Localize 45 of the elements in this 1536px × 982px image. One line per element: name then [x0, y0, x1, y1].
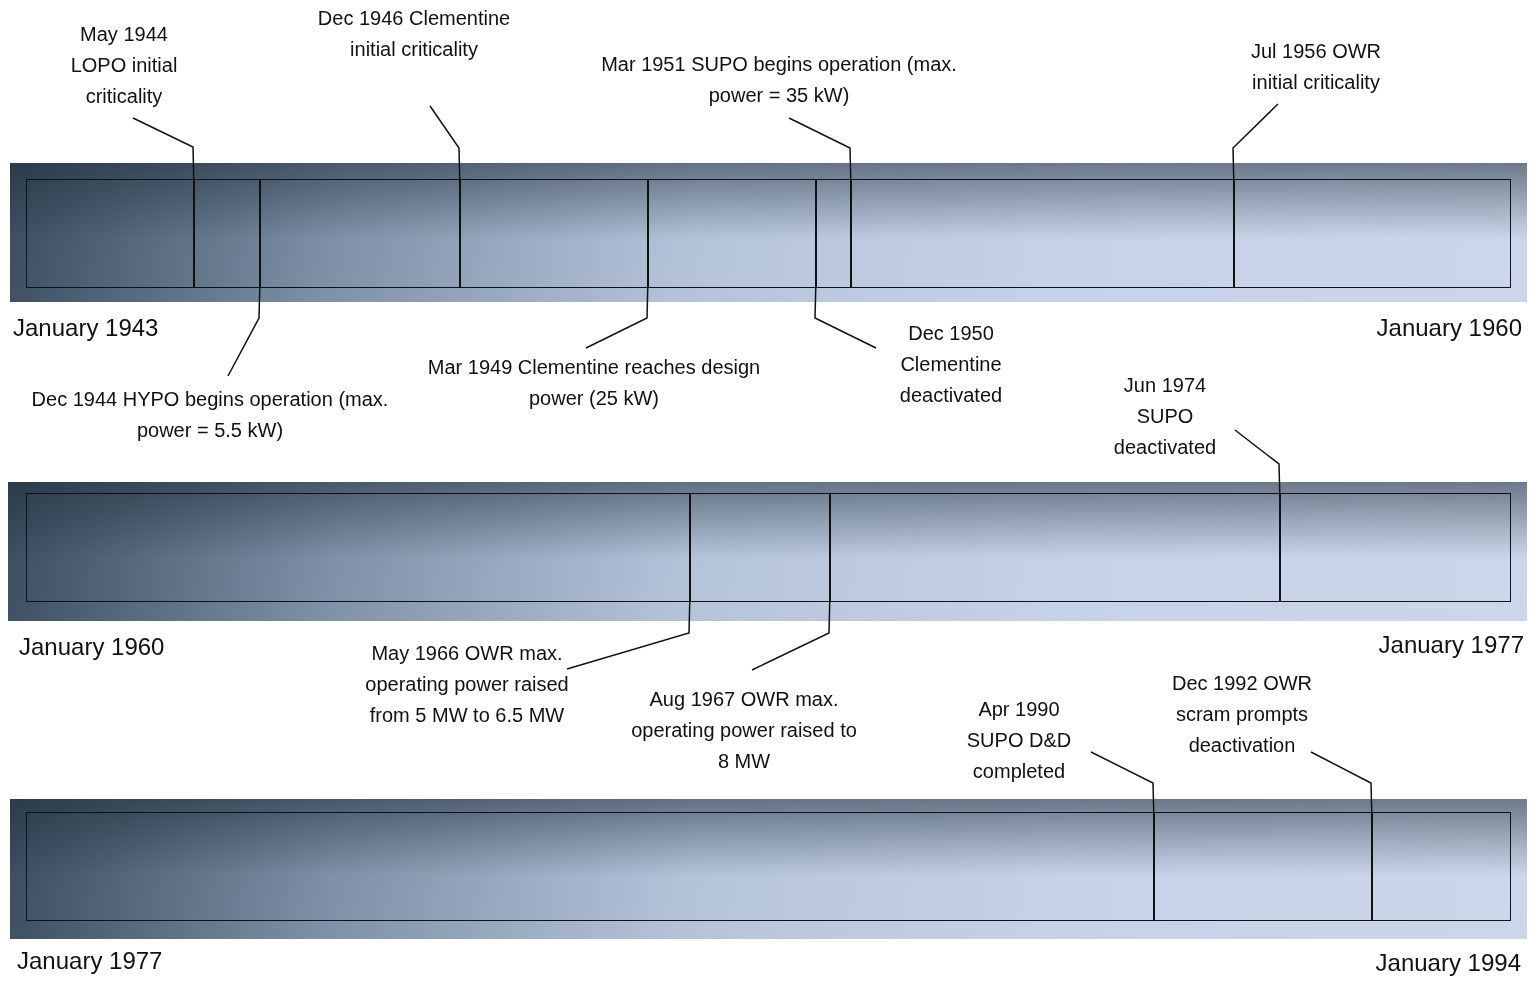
- timeline-band: [8, 482, 1527, 621]
- event-label: Jun 1974 SUPO deactivated: [1100, 370, 1230, 463]
- event-tick: [193, 179, 195, 288]
- event-label: May 1966 OWR max. operating power raised from 5 MW to 6.5 MW: [364, 638, 570, 731]
- event-label: May 1944 LOPO initial criticality: [54, 19, 194, 112]
- leader-line: [1234, 429, 1281, 494]
- leader-line: [429, 105, 461, 180]
- leader-line: [132, 117, 195, 180]
- event-label: Aug 1967 OWR max. operating power raised to 8 MW: [629, 684, 859, 777]
- date-label: January 1943: [13, 314, 159, 342]
- leader-line: [814, 287, 877, 349]
- event-tick: [829, 493, 831, 602]
- event-tick: [1153, 812, 1155, 921]
- leader-line: [1090, 751, 1155, 813]
- timeline-band: [10, 799, 1527, 939]
- leader-line: [788, 117, 852, 180]
- event-label: Apr 1990 SUPO D&D completed: [956, 694, 1082, 787]
- event-tick: [459, 179, 461, 288]
- event-tick: [850, 179, 852, 288]
- event-label: Dec 1946 Clementine initial criticality: [311, 3, 517, 65]
- leader-line: [1310, 751, 1373, 813]
- event-tick: [1279, 493, 1281, 602]
- date-label: January 1994: [1375, 949, 1521, 977]
- date-label: January 1977: [1378, 631, 1524, 659]
- event-label: Jul 1956 OWR initial criticality: [1228, 36, 1404, 98]
- event-label: Dec 1944 HYPO begins operation (max. power = 5.5 kW): [25, 384, 395, 446]
- leader-line: [566, 601, 691, 670]
- event-label: Dec 1950 Clementine deactivated: [881, 318, 1021, 411]
- leader-line: [751, 601, 831, 671]
- timeline-band: [10, 163, 1527, 302]
- leader-line: [585, 287, 649, 349]
- date-label: January 1977: [17, 947, 163, 975]
- event-label: Mar 1951 SUPO begins operation (max. power = 35 kW): [594, 49, 964, 111]
- event-label: Mar 1949 Clementine reaches design power (25 kW): [424, 352, 764, 414]
- event-tick: [1371, 812, 1373, 921]
- date-label: January 1960: [19, 633, 165, 661]
- event-label: Dec 1992 OWR scram prompts deactivation: [1169, 668, 1315, 761]
- event-tick: [815, 179, 817, 288]
- leader-line: [1232, 103, 1279, 180]
- event-tick: [1233, 179, 1235, 288]
- event-tick: [647, 179, 649, 288]
- leader-line: [227, 287, 261, 377]
- event-tick: [259, 179, 261, 288]
- date-label: January 1960: [1376, 314, 1522, 342]
- event-tick: [689, 493, 691, 602]
